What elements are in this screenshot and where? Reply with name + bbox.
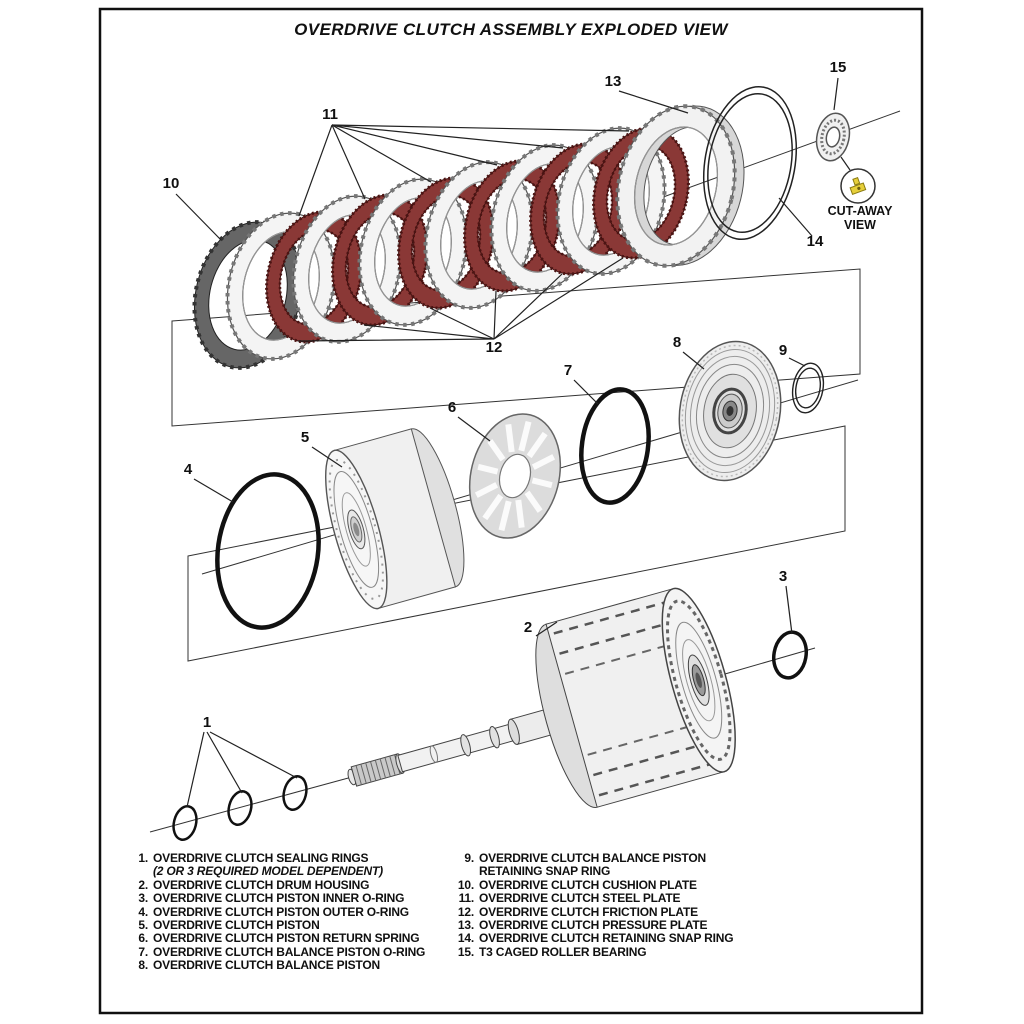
part-1-sealing-rings <box>172 775 308 841</box>
leader-15 <box>833 77 839 111</box>
callout-13: 13 <box>605 73 622 90</box>
cutaway-bearing-section <box>849 176 867 196</box>
part-7-balance-piston-o-ring <box>579 387 651 505</box>
callout-1: 1 <box>203 714 211 731</box>
callout-15: 15 <box>830 59 847 76</box>
parts-list-item: 11.OVERDRIVE CLUTCH STEEL PLATE <box>458 891 681 906</box>
parts-list-item: 4.OVERDRIVE CLUTCH PISTON OUTER O-RING <box>138 904 409 919</box>
parts-list-item: 1.OVERDRIVE CLUTCH SEALING RINGS <box>138 851 369 865</box>
callout-numbers: 1 2 3 4 5 6 7 8 9 10 11 12 13 14 15 CUT-… <box>163 59 893 731</box>
leader-3 <box>785 585 793 635</box>
cutaway-detail <box>840 156 876 204</box>
part-4-outer-o-ring <box>215 472 321 630</box>
callout-11: 11 <box>322 106 338 123</box>
leader-8 <box>682 351 705 370</box>
callout-7: 7 <box>564 362 572 379</box>
leader-12-fan <box>297 257 624 342</box>
leader-4 <box>193 478 234 503</box>
leader-2 <box>535 621 558 637</box>
parts-list-item: 12.OVERDRIVE CLUTCH FRICTION PLATE <box>457 904 698 919</box>
parts-list-left: 1.OVERDRIVE CLUTCH SEALING RINGS (2 OR 3… <box>126 851 426 973</box>
parts-list-item: 5.OVERDRIVE CLUTCH PISTON <box>138 918 320 933</box>
page-frame <box>98 7 924 1015</box>
callout-4: 4 <box>184 461 193 478</box>
leader-6 <box>457 416 491 442</box>
leader-14 <box>778 197 813 237</box>
leader-11-fan <box>298 124 630 217</box>
parts-list-item: 6.OVERDRIVE CLUTCH PISTON RETURN SPRING <box>138 931 420 946</box>
parts-list-item: 13.OVERDRIVE CLUTCH PRESSURE PLATE <box>457 918 708 933</box>
plane-outline-lower <box>187 425 846 662</box>
callout-8: 8 <box>673 334 681 351</box>
callout-12: 12 <box>486 339 503 356</box>
diagram-title: OVERDRIVE CLUTCH ASSEMBLY EXPLODED VIEW <box>294 20 728 39</box>
part-6-return-spring <box>468 413 562 539</box>
parts-list-item: 7.OVERDRIVE CLUTCH BALANCE PISTON O-RING <box>138 944 426 959</box>
cutaway-label-line1: CUT-AWAY <box>828 204 893 218</box>
parts-list-item-note: RETAINING SNAP RING <box>479 864 611 879</box>
leader-7 <box>573 379 599 405</box>
leader-9 <box>788 357 806 367</box>
part-3-inner-o-ring <box>771 630 809 680</box>
leader-5 <box>311 446 343 468</box>
part-9-balance-snap-ring <box>791 362 825 414</box>
parts-list-item: 3.OVERDRIVE CLUTCH PISTON INNER O-RING <box>138 891 405 906</box>
part-2-drum-housing <box>347 587 736 808</box>
callout-14: 14 <box>807 233 824 250</box>
axis-line-top <box>654 110 901 201</box>
parts-list-item: 8.OVERDRIVE CLUTCH BALANCE PISTON <box>138 958 380 973</box>
leader-13 <box>618 90 689 114</box>
callout-10: 10 <box>163 175 180 192</box>
callout-9: 9 <box>779 342 787 359</box>
part-15-roller-bearing <box>815 112 851 162</box>
parts-list-item: 10.OVERDRIVE CLUTCH CUSHION PLATE <box>457 877 697 892</box>
cutaway-label-line2: VIEW <box>844 218 876 232</box>
parts-list-right: 9.OVERDRIVE CLUTCH BALANCE PISTON RETAIN… <box>448 851 734 959</box>
leader-1 <box>186 731 298 808</box>
parts-list-item: 2.OVERDRIVE CLUTCH DRUM HOUSING <box>138 877 370 892</box>
callout-3: 3 <box>779 568 787 585</box>
part-14-retaining-snap-ring <box>702 86 798 240</box>
plane-outline-upper <box>171 268 861 427</box>
part-5-piston <box>325 428 465 610</box>
parts-list-item: 15.T3 CAGED ROLLER BEARING <box>457 944 647 959</box>
part-8-balance-piston <box>678 340 782 482</box>
leader-10 <box>175 193 222 241</box>
leader-lines <box>175 77 839 808</box>
callout-6: 6 <box>448 399 456 416</box>
parts-list-item-note: (2 OR 3 REQUIRED MODEL DEPENDENT) <box>153 864 383 879</box>
parts-list-item: 9.OVERDRIVE CLUTCH BALANCE PISTON <box>464 851 706 865</box>
axis-line-bottom-right <box>724 647 816 675</box>
callout-2: 2 <box>524 619 532 636</box>
parts-list-item: 14.OVERDRIVE CLUTCH RETAINING SNAP RING <box>457 931 734 946</box>
callout-5: 5 <box>301 429 309 446</box>
